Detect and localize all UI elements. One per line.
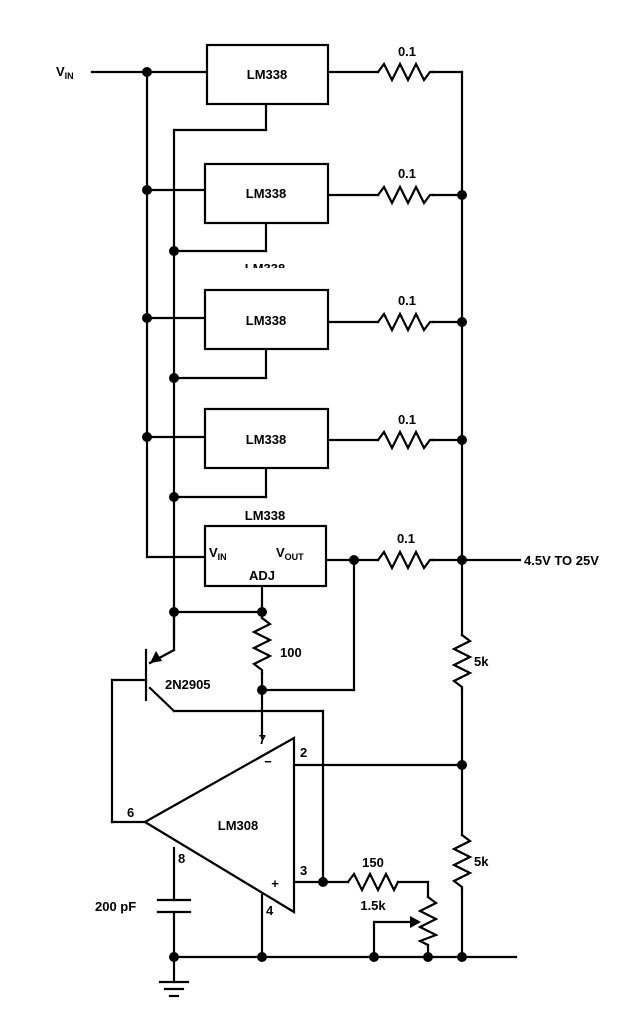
potentiometer — [417, 895, 439, 947]
resistors — [251, 61, 473, 947]
pin-3: 3 — [300, 863, 307, 878]
pin-8: 8 — [178, 851, 185, 866]
pin-adj-label: ADJ — [249, 568, 275, 583]
sense-resistor-4-label: 0.1 — [398, 412, 416, 427]
comp-capacitor: 200 pF — [95, 898, 192, 914]
transistor-label: 2N2905 — [165, 677, 211, 692]
pin-6: 6 — [127, 805, 134, 820]
cutoff-label: LM338 — [245, 261, 285, 276]
pot-label: 1.5k — [360, 898, 386, 913]
sense-resistor-2 — [376, 184, 435, 206]
regulator-1-part: LM338 — [247, 67, 287, 82]
pin-7: 7 — [259, 732, 266, 747]
sense-resistor-1-label: 0.1 — [398, 44, 416, 59]
series-resistor — [346, 871, 400, 893]
series-resistor-label: 150 — [362, 855, 384, 870]
regulator-4-part: LM338 — [246, 432, 286, 447]
emitter-arrow — [150, 651, 162, 663]
transistor-2n2905: 2N2905 — [150, 651, 211, 692]
sense-resistor-1 — [376, 61, 435, 83]
inverting-sign: − — [264, 754, 272, 769]
sense-resistor-2-label: 0.1 — [398, 166, 416, 181]
adj-resistor-label: 100 — [280, 645, 302, 660]
divider-top-resistor — [451, 633, 473, 692]
regulator-3-part: LM338 — [246, 313, 286, 328]
sense-resistor-5 — [376, 549, 435, 571]
input-label: VIN — [56, 64, 74, 81]
sense-resistor-4 — [376, 429, 435, 451]
divider-bottom-label: 5k — [474, 854, 489, 869]
pot-wiper-arrow — [410, 916, 421, 928]
divider-top-label: 5k — [474, 654, 489, 669]
pin-2: 2 — [300, 745, 307, 760]
sense-resistor-5-label: 0.1 — [397, 531, 415, 546]
regulator-1: LM338 — [205, 43, 330, 106]
main-regulator-part: LM338 — [245, 508, 285, 523]
noninverting-sign: + — [271, 876, 279, 891]
pin-vin-label: VIN — [209, 545, 227, 562]
pin-4: 4 — [266, 903, 274, 918]
pin-vout-label: VOUT — [276, 545, 304, 562]
sense-resistor-3-label: 0.1 — [398, 293, 416, 308]
divider-bottom-resistor — [451, 833, 473, 892]
ground-icon — [158, 980, 190, 998]
regulator-4: LM338 — [203, 407, 330, 470]
regulator-3: LM338 — [203, 288, 330, 351]
sense-resistor-3 — [376, 311, 435, 333]
opamp-lm308: LM308 − + 7 2 6 8 3 4 — [127, 732, 307, 918]
capacitor-label: 200 pF — [95, 899, 136, 914]
junction-dots — [142, 67, 467, 962]
regulator-2-part: LM338 — [246, 186, 286, 201]
opamp-part: LM308 — [218, 818, 258, 833]
output-voltage-label: 4.5V TO 25V — [524, 553, 599, 568]
main-regulator: LM338 VIN VOUT ADJ — [203, 508, 328, 588]
regulator-2: LM338 — [203, 162, 330, 225]
adj-resistor — [251, 616, 273, 675]
